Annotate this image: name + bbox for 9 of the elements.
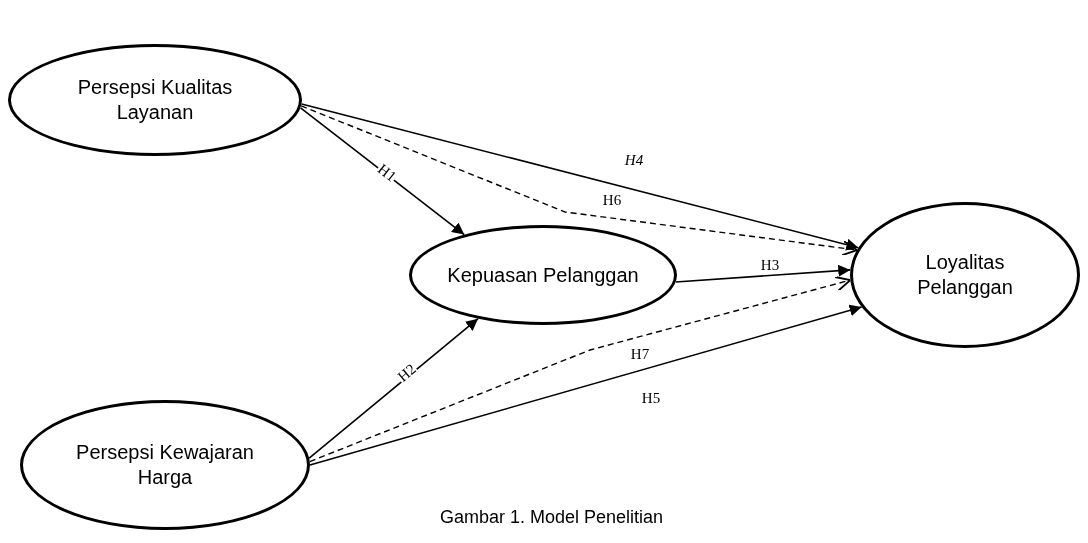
node-label: Persepsi Kualitas Layanan — [76, 75, 234, 125]
arrow — [299, 107, 466, 236]
arrow — [308, 317, 479, 459]
arrow — [674, 264, 852, 283]
node-label: Persepsi Kewajaran Harga — [75, 440, 255, 490]
node-label: Kepuasan Pelanggan — [446, 262, 640, 288]
node-label: Loyalitas Pelanggan — [916, 250, 1014, 300]
caption: Gambar 1. Model Penelitian — [440, 507, 664, 528]
dashed-arrow — [309, 276, 852, 463]
